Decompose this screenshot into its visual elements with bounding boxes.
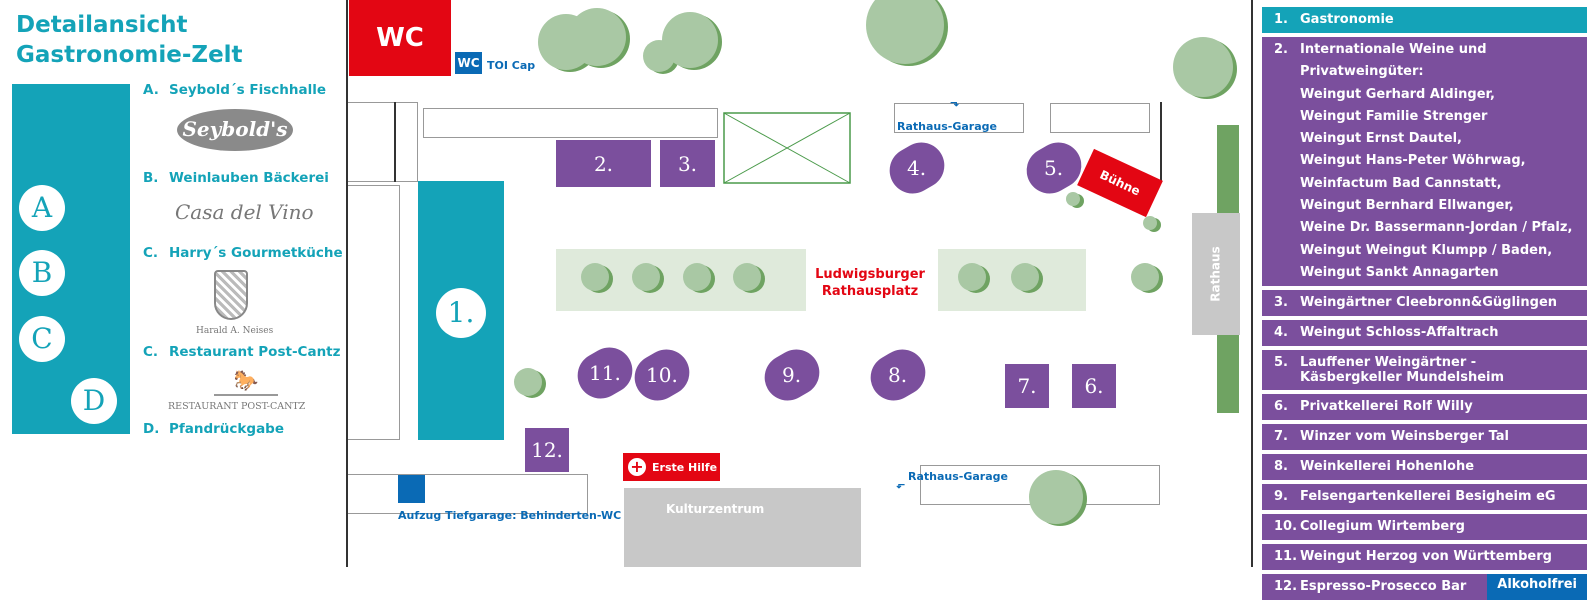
marker-b: B [19, 250, 65, 296]
casa-del-vino-logo: Casa del Vino [175, 200, 314, 224]
rathaus-building: Rathaus [1192, 213, 1240, 335]
stall-7[interactable]: 7. [1005, 364, 1049, 408]
title-line-2: Gastronomie-Zelt [16, 42, 243, 68]
marker-d: D [71, 378, 117, 424]
tree-icon [1011, 263, 1039, 291]
post-cantz-logo: RESTAURANT POST-CANTZ [168, 401, 306, 412]
left-item-c1: C.Harry´s Gourmetküche [143, 245, 343, 261]
harald-neises-logo: Harald A. Neises [196, 326, 274, 336]
tree-icon [1173, 37, 1233, 97]
legend-item-1: 1.Gastronomie [1262, 7, 1587, 33]
title-line-1: Detailansicht [16, 12, 188, 38]
alkoholfrei-badge: Alkoholfrei [1487, 574, 1587, 601]
legend-item-11: 11.Weingut Herzog von Württemberg [1262, 544, 1587, 571]
crossed-area [723, 112, 851, 184]
marker-a: A [19, 185, 65, 231]
first-aid: +Erste Hilfe [623, 453, 720, 481]
stall-6[interactable]: 6. [1072, 364, 1116, 408]
coat-of-arms-icon [214, 270, 248, 320]
coach-icon: 🐎 [214, 368, 278, 396]
tree-icon [1066, 192, 1080, 206]
wall-line [1160, 102, 1162, 182]
wc-small-icon: WC [455, 52, 482, 74]
kulturzentrum-building: Kulturzentrum [624, 488, 861, 567]
tent-diagram: A B C D [12, 84, 130, 434]
left-item-d: D.Pfandrückgabe [143, 421, 284, 437]
marker-c: C [19, 316, 65, 362]
tree-icon [683, 263, 711, 291]
toi-cap-label: TOI Cap [487, 59, 536, 72]
legend-item-8: 8.Weinkellerei Hohenlohe [1262, 454, 1587, 481]
left-item-c2: C.Restaurant Post-Cantz [143, 344, 341, 360]
legend-item-10: 10.Collegium Wirtemberg [1262, 514, 1587, 541]
building-outline [348, 474, 588, 514]
legend-item-3: 3.Weingärtner Cleebronn&Güglingen [1262, 290, 1587, 317]
legend-item-7: 7.Winzer vom Weinsberger Tal [1262, 424, 1587, 451]
stall-2[interactable]: 2. [556, 140, 651, 187]
wc-building: WC [349, 0, 451, 76]
tree-icon [632, 263, 660, 291]
building-outline [894, 103, 1024, 133]
page-title: Detailansicht Gastronomie-Zelt [16, 10, 243, 70]
building-outline [1050, 103, 1150, 133]
elevator-label: Aufzug Tiefgarage: Behinderten-WC [398, 509, 622, 522]
building-outline [423, 108, 718, 138]
left-item-a: A.Seybold´s Fischhalle [143, 82, 327, 98]
legend-item-5: 5.Lauffener Weingärtner -Käsbergkeller M… [1262, 350, 1587, 391]
tree-icon [1029, 470, 1083, 524]
tree-icon [958, 263, 986, 291]
tree-icon [1131, 263, 1159, 291]
elevator [398, 475, 425, 503]
rathaus-garage-top-label: Rathaus-Garage [897, 120, 997, 133]
rathaus-garage-bottom-label: Rathaus-Garage [908, 470, 1008, 483]
stall-1-number: 1. [436, 288, 486, 338]
tree-icon [866, 0, 944, 64]
building-outline [348, 102, 418, 182]
stall-1[interactable]: 1. [418, 181, 504, 440]
legend-item-9: 9.Felsengartenkellerei Besigheim eG [1262, 484, 1587, 511]
stall-12[interactable]: 12. [525, 428, 569, 472]
site-map [346, 0, 1253, 567]
tree-icon [514, 368, 542, 396]
tree-icon [662, 12, 718, 68]
legend-item-6: 6.Privatkellerei Rolf Willy [1262, 394, 1587, 421]
parking-arrow-icon: ⬐ [896, 478, 906, 491]
tree-icon [581, 263, 609, 291]
stall-3[interactable]: 3. [660, 140, 715, 187]
wall-line [394, 102, 396, 182]
tree-icon [568, 8, 626, 66]
legend-item-4: 4.Weingut Schloss-Affaltrach [1262, 320, 1587, 347]
tree-icon [733, 263, 761, 291]
left-item-b: B.Weinlauben Bäckerei [143, 170, 329, 186]
parking-arrow-icon: ⬎ [950, 96, 960, 109]
seybolds-logo: Seybold's [177, 109, 293, 151]
tree-icon [1143, 216, 1157, 230]
building-outline [348, 185, 400, 440]
first-aid-cross-icon: + [628, 458, 646, 476]
